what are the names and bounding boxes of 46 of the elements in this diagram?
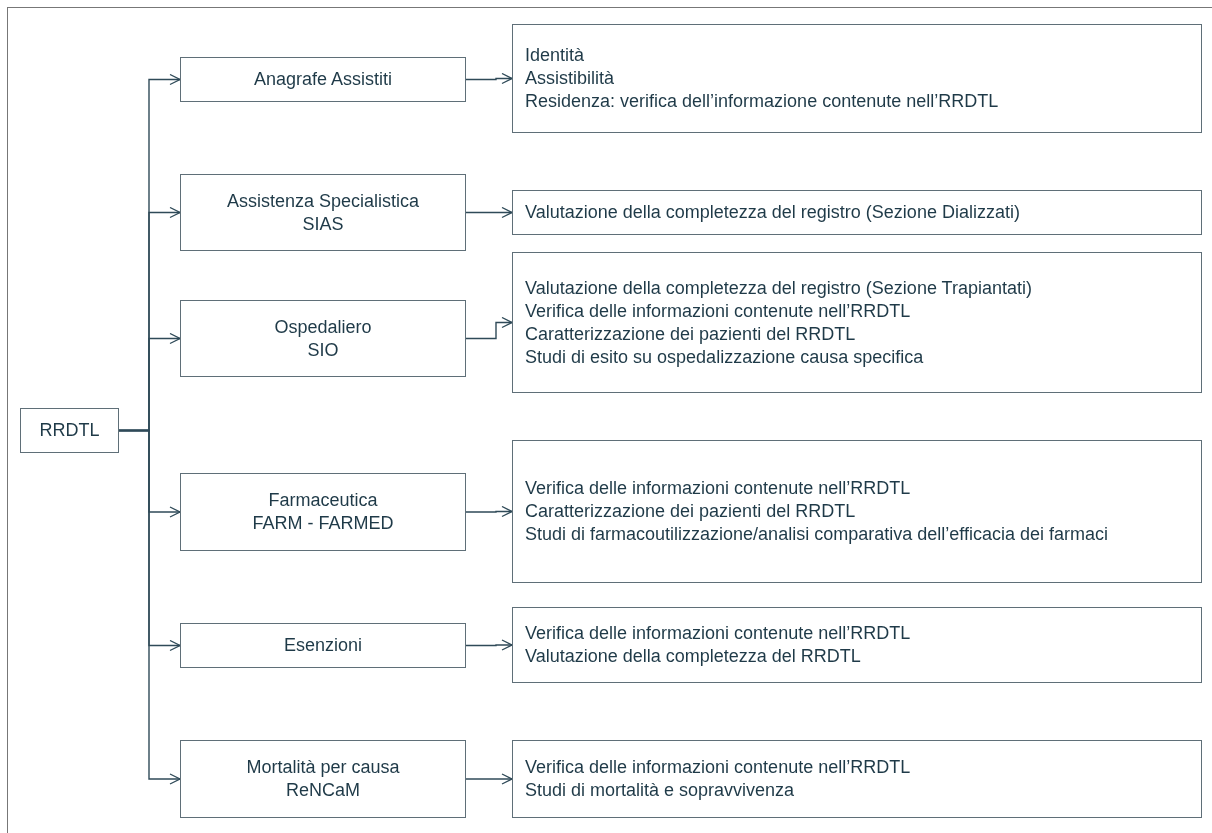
node-text: ReNCaM [286,779,360,802]
arrow [465,206,513,219]
arrow [465,72,513,85]
node-text: Assistibilità [525,67,615,90]
node-text: FARM - FARMED [252,512,394,535]
arrow [465,505,513,518]
node-text: SIO [307,338,339,362]
node-text: Valutazione della completezza del registro (Sezione Dializzati) [525,201,1020,224]
node-text: RRDTL [39,419,100,442]
category-box [180,174,466,251]
category-box [180,57,466,102]
description-box [512,252,1202,393]
node-text: Valutazione della completezza del registro (Sezione Trapiantati) [525,276,1032,300]
node-text: Esenzioni [283,634,362,657]
node-text: Verifica delle informazioni contenute nell’RRDTL [525,756,911,779]
arrow [465,773,513,785]
description-box [512,24,1202,133]
node-text: Studi di farmacoutilizzazione/analisi comparativa dell’efficacia dei farmaci [525,523,1108,546]
node-text: Valutazione della completezza del RRDTL [525,645,861,668]
arrow [118,429,181,785]
root-box [20,408,119,453]
node-text: Caratterizzazione dei pazienti del RRDTL [525,322,856,346]
node-text: Verifica delle informazioni contenute nell’RRDTL [525,622,911,645]
node-text: Assistenza Specialistica [226,189,420,213]
category-box [180,300,466,377]
node-text: Studi di esito su ospedalizzazione causa specifica [525,345,924,369]
node-text: Ospedaliero [274,315,372,339]
arrow [465,316,513,340]
category-box [180,740,466,818]
node-text: Identità [525,44,585,67]
node-text: Farmaceutica [268,489,378,512]
node-text: Studi di mortalità e sopravvivenza [525,779,795,802]
node-text: Verifica delle informazioni contenute nell’RRDTL [525,477,911,500]
description-box [512,607,1202,683]
node-text: Mortalità per causa [246,756,400,779]
arrow [465,639,513,651]
node-text: Verifica delle informazioni contenute nell’RRDTL [525,299,911,323]
node-text: Residenza: verifica dell’informazione contenute nell’RRDTL [525,90,999,113]
category-box [180,473,466,551]
description-box [512,440,1202,583]
category-box [180,623,466,668]
description-box [512,190,1202,235]
node-text: SIAS [302,212,344,236]
node-text: Caratterizzazione dei pazienti del RRDTL [525,500,856,523]
description-box [512,740,1202,818]
node-text: Anagrafe Assistiti [253,68,393,91]
